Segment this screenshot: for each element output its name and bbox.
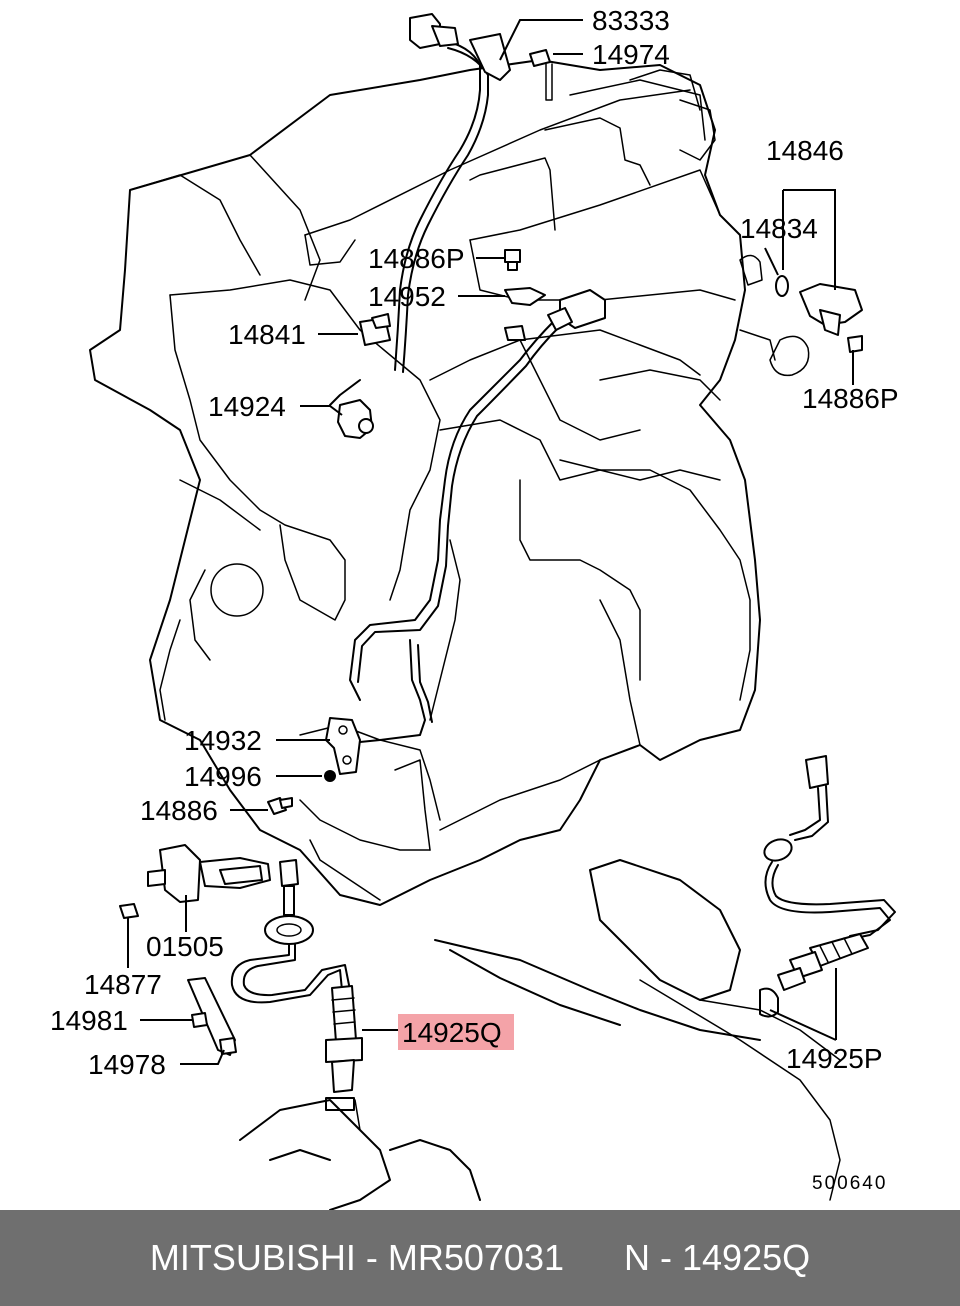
brand-name: MITSUBISHI	[149, 1237, 356, 1278]
label-14841: 14841	[228, 319, 306, 350]
engine-assembly	[89, 59, 810, 906]
part-14886-bolt	[267, 797, 293, 815]
label-14886: 14886	[140, 795, 218, 826]
part-14925q-oxygen-sensor	[230, 859, 363, 1093]
part-14846-sensor	[799, 283, 863, 353]
diagram-reference-number: 500640	[812, 1173, 887, 1194]
leader-lines	[127, 19, 854, 1065]
part-14924-sensor	[337, 399, 374, 439]
label-14932: 14932	[184, 725, 262, 756]
part-14981-bolt	[191, 1012, 208, 1028]
label-14925q: 14925Q	[402, 1017, 502, 1048]
label-14924: 14924	[208, 391, 286, 422]
part-14834-oring	[775, 275, 789, 297]
label-14877: 14877	[84, 969, 162, 1000]
label-14886p-upper: 14886P	[368, 243, 465, 274]
part-info-footer: MITSUBISHI - MR507031 N - 14925Q	[0, 1210, 960, 1306]
label-14952: 14952	[368, 281, 446, 312]
label-14974: 14974	[592, 39, 670, 70]
label-01505: 01505	[146, 931, 224, 962]
footer-separator: -	[355, 1237, 388, 1278]
part-14877-bolt	[119, 903, 139, 919]
label-14925p: 14925P	[786, 1043, 883, 1074]
footer-gap	[564, 1237, 624, 1279]
sensor-connector-upper	[547, 289, 606, 331]
wiring-harness	[329, 39, 561, 743]
label-14981: 14981	[50, 1005, 128, 1036]
part-14996-nut	[324, 770, 336, 782]
part-14952-bracket	[504, 287, 546, 341]
part-14925p-oxygen-sensor	[763, 755, 896, 991]
label-14978: 14978	[88, 1049, 166, 1080]
part-14974-bolt	[529, 49, 553, 101]
part-number: MR507031	[387, 1237, 564, 1278]
label-83333: 83333	[592, 5, 670, 36]
callout-labels: 83333 14974 14846 14834 14886P 14952 148…	[50, 5, 899, 1194]
label-14886p-right: 14886P	[802, 383, 899, 414]
diagram-position: N - 14925Q	[624, 1237, 811, 1278]
highlight-box	[398, 1014, 514, 1050]
parts-diagram: 83333 14974 14846 14834 14886P 14952 148…	[50, 5, 899, 1210]
label-14996: 14996	[184, 761, 262, 792]
part-14841-clip	[359, 313, 391, 346]
part-83333-connector	[409, 13, 511, 81]
exhaust-assembly	[239, 859, 841, 1210]
label-14834: 14834	[740, 213, 818, 244]
part-01505-sensor	[147, 844, 271, 903]
label-14846: 14846	[766, 135, 844, 166]
part-14886p-bolt-upper	[504, 249, 521, 271]
part-14932-bracket	[325, 717, 361, 775]
